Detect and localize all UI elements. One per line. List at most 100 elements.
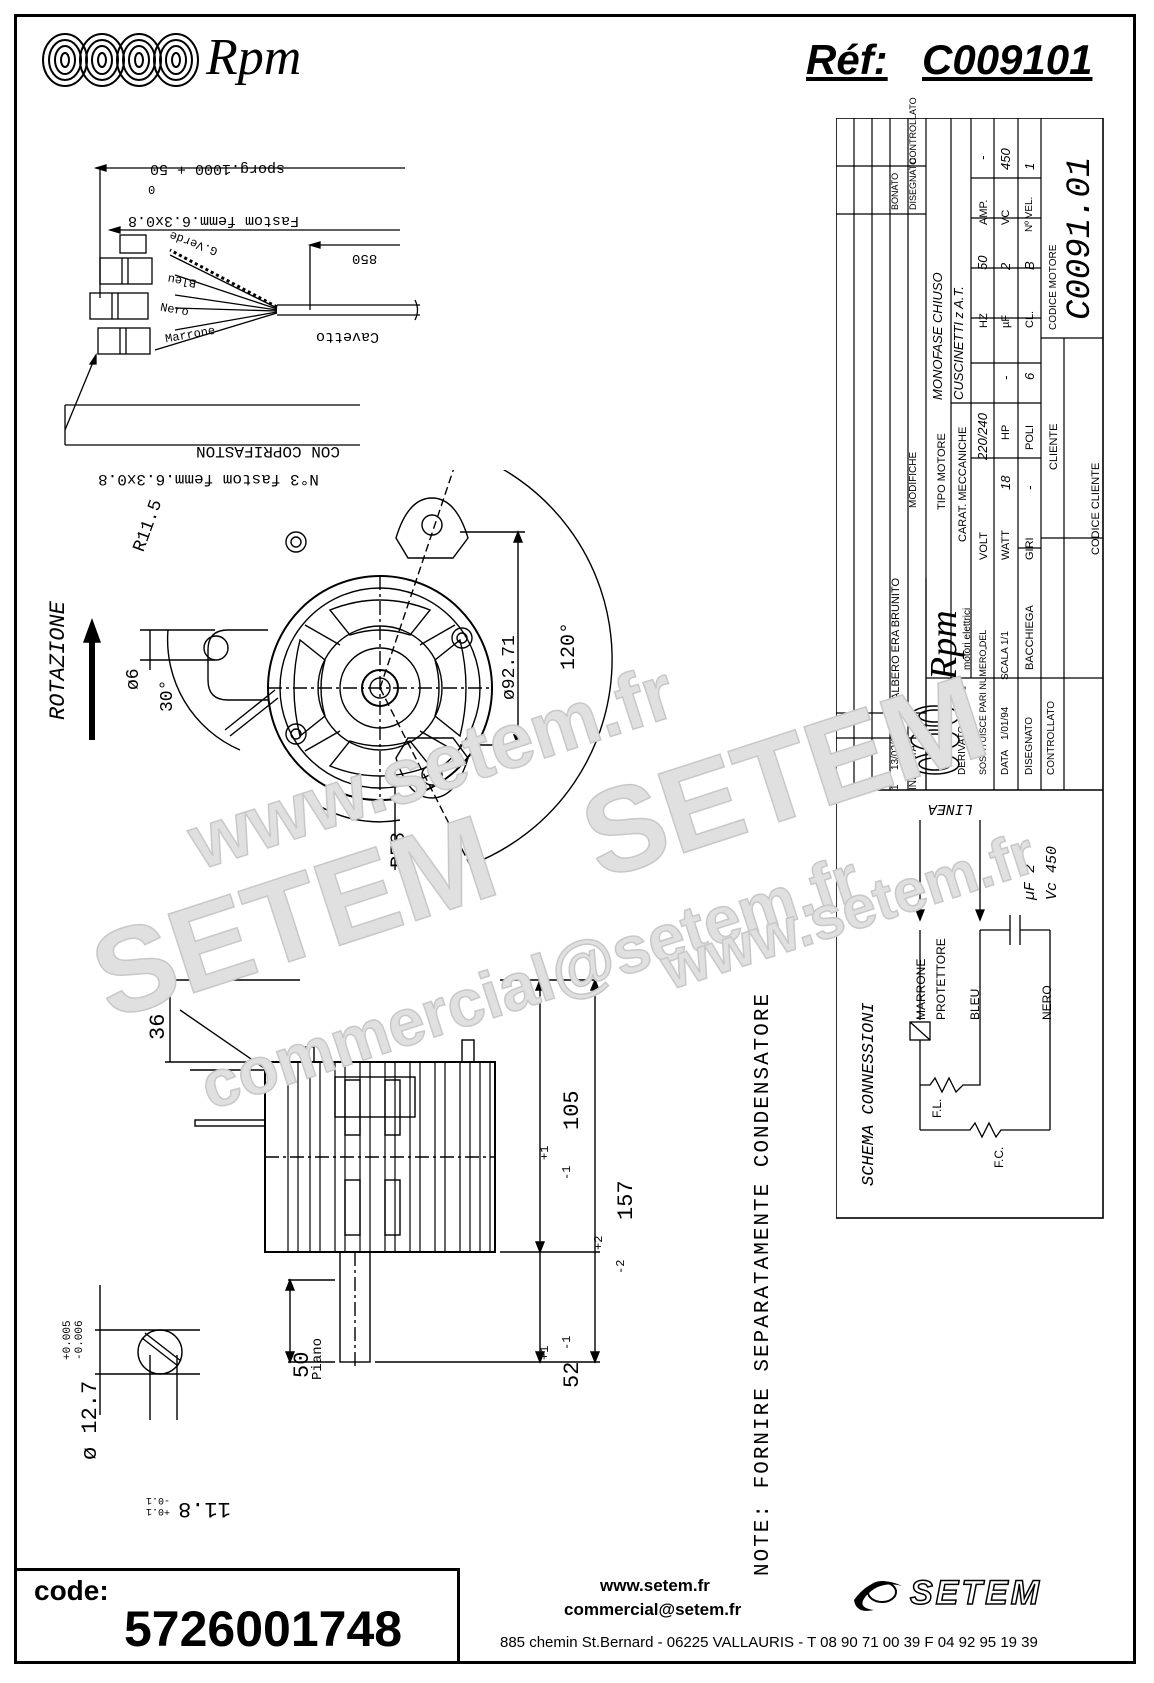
diameter-92-71: ø92.71 xyxy=(500,635,520,700)
motor-side-view xyxy=(95,978,601,1420)
faston-single-label: Fastom femm.6.3x0.8 xyxy=(128,212,300,229)
dimension-105-tol-up: +1 xyxy=(538,1145,552,1160)
sporg-tolerance: 0 xyxy=(148,182,156,196)
data-label: DATA xyxy=(1000,749,1011,775)
fc-label: F.C. xyxy=(992,1146,1006,1168)
amp-label: AMP. xyxy=(978,199,990,225)
shaft-tol-dn: -0.006 xyxy=(74,1320,86,1360)
angle-30: 30° xyxy=(158,679,178,712)
dimension-157: 157 xyxy=(614,1180,639,1220)
uf-value: 2 xyxy=(998,262,1013,270)
tipo-motore-value: MONOFASE CHIUSO xyxy=(930,272,945,400)
bleu-label: BLEU xyxy=(968,988,982,1020)
shaft-diameter: ø 12.7 xyxy=(78,1380,103,1460)
setem-swirl-icon xyxy=(854,1581,902,1611)
rev-1-by: BONATO xyxy=(890,172,900,210)
drawing-frame xyxy=(14,14,1136,1664)
dimension-36: 36 xyxy=(146,1013,171,1040)
rpm-small-logo-text: Rpm xyxy=(923,610,965,680)
code-box xyxy=(14,1568,460,1664)
wiring-harness-drawing xyxy=(64,164,420,446)
derivato-value: - xyxy=(957,686,971,690)
sporg-length-label: sporg.1000 + 50 xyxy=(150,160,286,177)
radius-58: R58 xyxy=(388,831,411,868)
vc-value: 450 xyxy=(998,148,1013,170)
setem-logo-text: SETEM xyxy=(909,1573,1043,1613)
disegnato-label: DISEGNATO xyxy=(1024,717,1035,775)
reference-label: Réf: xyxy=(806,36,888,83)
sostituisce-label: SOSTITUISCE PARI NUMERO DEL xyxy=(978,629,988,775)
code-label: code: xyxy=(34,1575,109,1606)
code-value: 5726001748 xyxy=(124,1601,403,1657)
codice-cliente-label: CODICE CLIENTE xyxy=(1090,462,1102,555)
rev-col-disegnato: DISEGNATO xyxy=(908,157,918,210)
scala-label: SCALA xyxy=(1000,647,1011,680)
giri-value: - xyxy=(1022,485,1037,490)
footer-web[interactable]: www.setem.fr xyxy=(600,1576,710,1595)
hp-value: - xyxy=(998,375,1013,380)
rev-1-ind: 1 xyxy=(890,784,901,790)
shaft-flat-dimension: 11.8 xyxy=(178,1496,231,1521)
hz-value: 50 xyxy=(975,255,990,270)
footer-email[interactable]: commercial@setem.fr xyxy=(564,1600,742,1619)
rev-1-description: ALBERO ERA BRUNITO xyxy=(890,577,902,700)
amp-value: - xyxy=(975,155,990,160)
hp-label: HP xyxy=(1000,424,1012,440)
watt-value: 18 xyxy=(998,475,1013,490)
rpm-coil-logo xyxy=(42,33,199,87)
rpm-small-logo xyxy=(910,705,960,775)
vc-label: VC xyxy=(1000,209,1012,225)
capacitor-uf: µF 2 xyxy=(1022,863,1039,900)
cliente-label: CLIENTE xyxy=(1048,423,1060,470)
sostituisce-value: - xyxy=(978,646,992,650)
rotation-label: ROTAZIONE xyxy=(46,601,71,720)
fl-label: F.L. xyxy=(930,1098,944,1118)
data-value: 1/01/94 xyxy=(1000,706,1011,740)
poli-label: POLI xyxy=(1024,424,1036,450)
linea-label: LINEA xyxy=(928,800,974,817)
codice-motore-value: C0091.01 xyxy=(1062,156,1100,320)
condenser-note: NOTE: FORNIRE SEPARATAMENTE CONDENSATORE xyxy=(752,991,775,1576)
cavetto-label: Cavetto xyxy=(316,328,380,345)
shaft-tol-up: +0.005 xyxy=(62,1320,74,1360)
rpm-subtitle: motori elettrici xyxy=(962,607,973,670)
angle-120: 120° xyxy=(558,621,581,670)
dimension-105-tol-dn: -1 xyxy=(560,1165,574,1180)
title-block-grid xyxy=(836,118,1104,1219)
footer-address: 885 chemin St.Bernard - 06225 VALLAURIS … xyxy=(500,1634,1038,1651)
schema-title: SCHEMA CONNESSIONI xyxy=(860,1002,879,1186)
volt-label: VOLT xyxy=(978,532,990,560)
shaft-flat-tolerance: +0.1 -0.1 xyxy=(145,1494,170,1516)
poli-value: 6 xyxy=(1022,372,1037,380)
rev-col-controllato: CONTROLLATO xyxy=(908,97,918,164)
piano-label: Piano xyxy=(310,1337,326,1380)
dimension-157-tol-up: +2 xyxy=(592,1235,606,1250)
codice-motore-label: CODICE MOTORE xyxy=(1048,244,1059,330)
nero-label: NERO xyxy=(1040,985,1054,1020)
reference-code: C009101 xyxy=(922,36,1093,83)
disegnato-value: BACCHIEGA xyxy=(1024,605,1036,670)
tipo-motore-label: TIPO MOTORE xyxy=(936,433,948,510)
motor-front-view xyxy=(83,470,613,870)
capacitor-vc: Vc 450 xyxy=(1044,845,1061,900)
brand-logo-text: Rpm xyxy=(206,29,302,86)
dimension-105: 105 xyxy=(560,1090,585,1130)
watt-label: WATT xyxy=(1000,530,1012,560)
scala-value: 1/1 xyxy=(1000,631,1011,645)
cl-value: B xyxy=(1022,261,1037,270)
uf-label: µF xyxy=(1000,314,1012,328)
schematic-diagram xyxy=(909,820,1051,1139)
nvel-value: 1 xyxy=(1022,162,1037,170)
derivato-label: DERIVATO DA: xyxy=(957,706,968,775)
dimension-52-tol-up: +1 xyxy=(538,1345,552,1360)
controllato-label: CONTROLLATO xyxy=(1046,700,1057,775)
carat-meccaniche-value: CUSCINETTI z A.T. xyxy=(951,286,966,400)
carat-meccaniche-label: CARAT. MECCANICHE xyxy=(957,426,969,542)
diameter-6: ø6 xyxy=(124,668,144,690)
dimension-52-tol-dn: -1 xyxy=(560,1335,574,1350)
dimension-52: 52 xyxy=(560,1361,585,1388)
hz-label: HZ xyxy=(978,313,990,328)
volt-value: 220/240 xyxy=(975,413,990,460)
protettore-label: PROTETTORE xyxy=(934,938,948,1020)
giri-label: GIRI xyxy=(1024,537,1036,560)
